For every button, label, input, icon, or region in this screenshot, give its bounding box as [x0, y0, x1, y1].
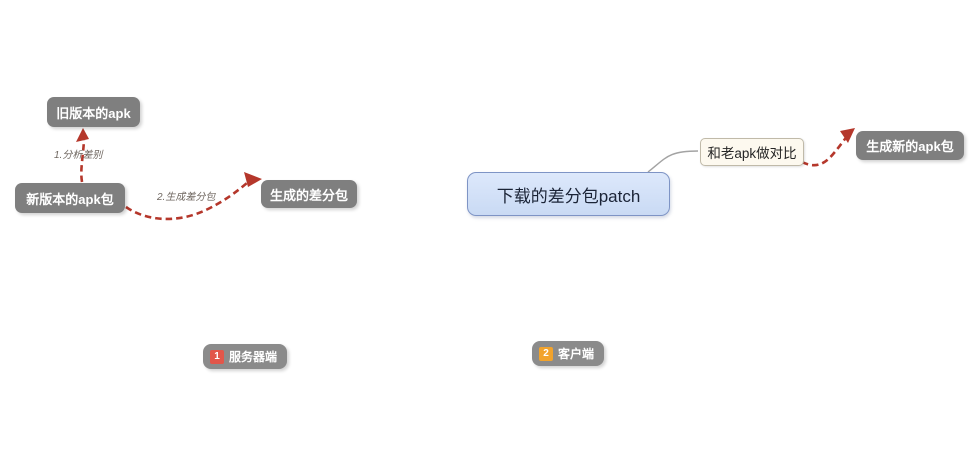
node-downloaded-patch[interactable]: 下载的差分包patch — [467, 172, 670, 216]
node-compare-with-old-apk[interactable]: 和老apk做对比 — [700, 138, 804, 166]
node-generated-diff[interactable]: 生成的差分包 — [261, 180, 357, 208]
edge-label-generate-diff: 2.生成差分包 — [157, 192, 216, 203]
edge-compare-to-newapk — [801, 134, 850, 167]
arrowhead-analyze-diff — [76, 128, 89, 142]
node-new-apk[interactable]: 新版本的apk包 — [15, 183, 125, 213]
legend-label-client: 客户端 — [558, 347, 595, 361]
legend-number-badge-2: 2 — [539, 346, 553, 361]
arrowhead-generate-diff — [244, 172, 262, 187]
legend-label-server: 服务器端 — [229, 350, 278, 364]
legend-server-side[interactable]: 1 服务器端 — [203, 344, 288, 369]
edge-patch-to-compare — [647, 150, 699, 173]
arrowhead-compare-to-newapk — [840, 128, 855, 143]
node-old-apk[interactable]: 旧版本的apk — [47, 97, 140, 127]
node-generate-new-apk[interactable]: 生成新的apk包 — [856, 131, 964, 160]
legend-client-side[interactable]: 2 客户端 — [532, 341, 605, 366]
edge-label-analyze-diff: 1.分析差别 — [54, 150, 103, 161]
legend-number-badge-1: 1 — [210, 349, 224, 364]
